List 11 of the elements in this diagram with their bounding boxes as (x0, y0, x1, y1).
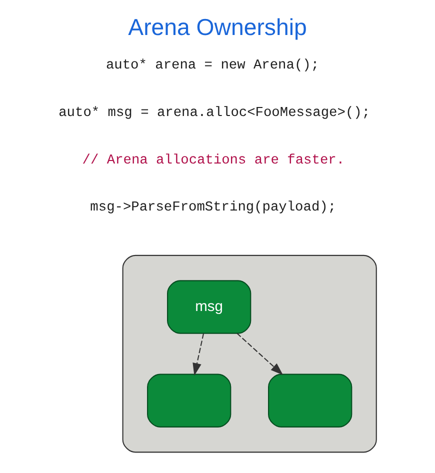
arrow (236, 332, 284, 376)
node-box (268, 374, 352, 428)
node-box (147, 374, 232, 428)
cluster (122, 254, 377, 453)
diagram-title: Arena Ownership (128, 14, 307, 40)
label: // Arena allocations are faster. (82, 153, 345, 168)
label: auto* msg = arena.alloc<FooMessage>(); (58, 106, 370, 121)
label: msg->ParseFromString(payload); (90, 200, 336, 216)
arrow (192, 333, 204, 376)
label: auto* arena = new Arena(); (106, 58, 320, 74)
node-box: msg (167, 280, 252, 334)
